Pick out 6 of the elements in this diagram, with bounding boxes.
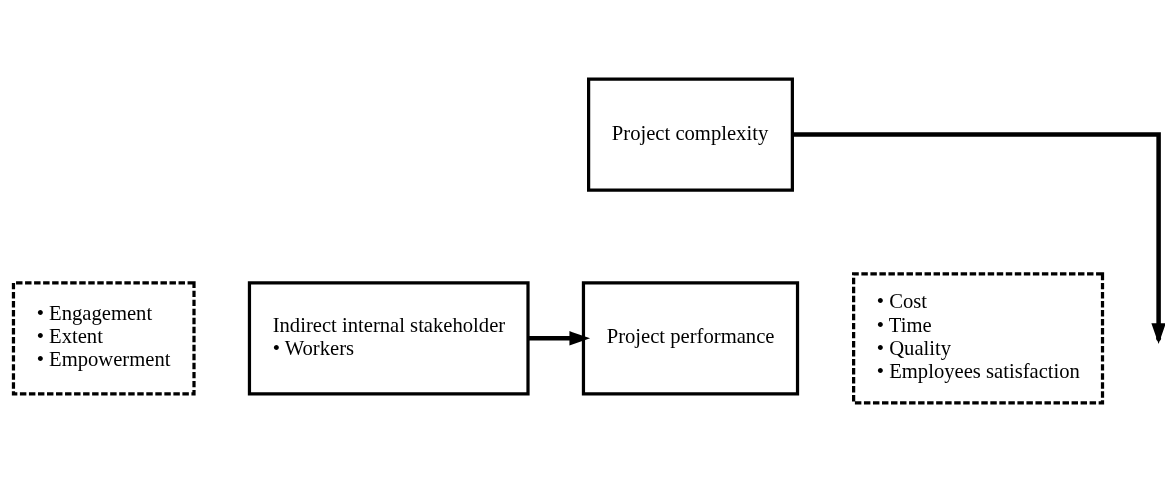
node-box: • Engagement • Extent • Empowerment	[11, 281, 196, 396]
node-box: Project performance	[581, 281, 800, 396]
node-box: Project complexity	[587, 77, 794, 192]
arrow	[528, 331, 591, 346]
node-box: • Cost • Time • Quality • Employees satisfaction	[852, 272, 1105, 405]
node-box: Indirect internal stakeholder • Workers	[247, 281, 530, 396]
